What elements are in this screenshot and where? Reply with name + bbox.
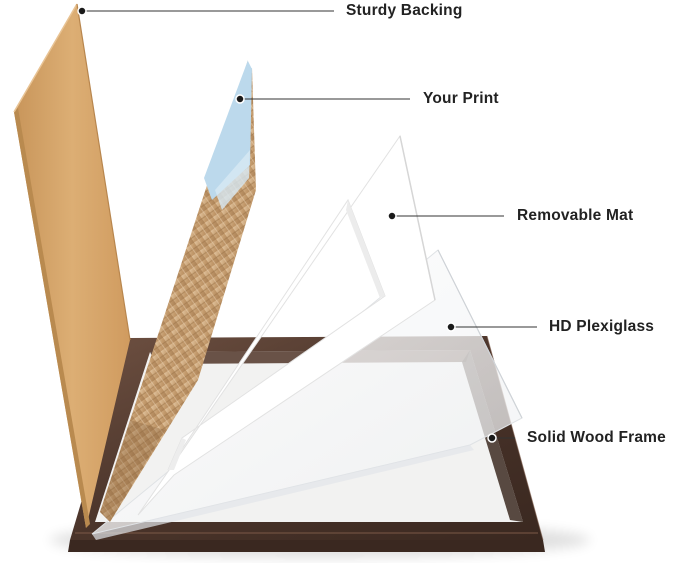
label-hd-plexiglass: HD Plexiglass: [549, 318, 655, 335]
label-solid-wood-frame: Solid Wood Frame: [527, 429, 666, 446]
leader-backing: [77, 6, 334, 16]
photo-print: [100, 59, 256, 522]
leader-plexiglass: [446, 322, 537, 332]
label-your-print: Your Print: [423, 90, 499, 107]
label-sturdy-backing: Sturdy Backing: [346, 2, 463, 19]
label-removable-mat: Removable Mat: [517, 207, 634, 224]
removable-mat: [137, 134, 436, 516]
leader-frame: [487, 433, 515, 443]
leader-lines: [77, 6, 537, 443]
backing-board: [13, 3, 131, 528]
leader-print: [235, 94, 410, 104]
leader-mat: [387, 211, 504, 221]
